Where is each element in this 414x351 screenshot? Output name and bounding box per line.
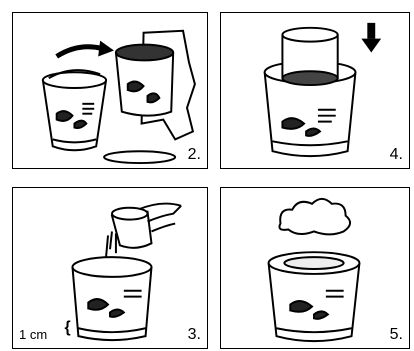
step-2-illustration <box>13 13 207 168</box>
water-stream <box>106 231 116 257</box>
hand-pouring-cup <box>112 204 181 248</box>
bracket-icon: { <box>65 319 71 336</box>
step-3-illustration: { <box>13 188 207 348</box>
lid-ring <box>104 151 175 163</box>
step-number: 2. <box>188 146 201 164</box>
arrow-head-icon <box>98 41 114 57</box>
step-number: 3. <box>188 326 201 344</box>
inner-cup-pressed <box>282 28 337 85</box>
panel-step-4: 4. <box>220 12 410 169</box>
open-container <box>43 70 106 150</box>
step-number: 5. <box>390 326 403 344</box>
step-number: 4. <box>390 146 403 164</box>
inner-cup <box>116 45 173 116</box>
down-arrow-icon <box>361 23 381 53</box>
step-4-illustration <box>221 13 409 168</box>
container <box>72 257 151 340</box>
step-5-illustration <box>221 188 409 348</box>
steam-cloud-icon <box>279 199 350 235</box>
panel-step-3: { 1 cm 3. <box>12 187 208 349</box>
panel-step-2: 2. <box>12 12 208 169</box>
container <box>269 252 360 341</box>
panel-step-5: 5. <box>220 187 410 349</box>
curved-arrow-icon <box>57 47 102 57</box>
measure-label: 1 cm <box>19 327 47 342</box>
